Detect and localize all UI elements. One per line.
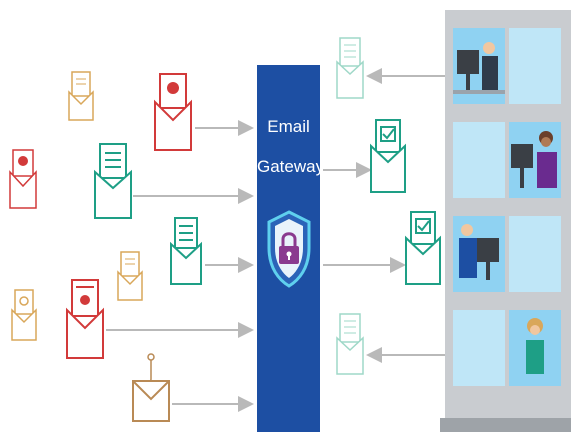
phishing-envelope-icon bbox=[132, 353, 170, 422]
building-base bbox=[440, 418, 571, 432]
returned-envelope-icon bbox=[336, 313, 364, 375]
approved-envelope-icon bbox=[370, 119, 406, 193]
unknown-envelope-icon bbox=[117, 251, 143, 301]
malicious-envelope-icon bbox=[66, 279, 104, 359]
window-worker-desk-4 bbox=[509, 310, 561, 386]
worker-desk-3 bbox=[459, 224, 499, 280]
window bbox=[509, 28, 561, 104]
returned-envelope-icon bbox=[336, 37, 364, 99]
worker-desk-2 bbox=[511, 131, 557, 188]
office-building-icon bbox=[445, 10, 571, 432]
unknown-envelope-icon bbox=[68, 71, 94, 121]
window-worker-desk-3 bbox=[453, 216, 505, 292]
approved-envelope-icon bbox=[405, 211, 441, 285]
email-gateway: Email Gateway bbox=[257, 65, 325, 432]
window-worker-desk-1 bbox=[453, 28, 505, 104]
window-worker-desk-2 bbox=[509, 122, 561, 198]
shield-lock-icon bbox=[267, 210, 311, 288]
worker-desk-4 bbox=[526, 318, 544, 374]
gateway-title-line2: Gateway bbox=[257, 157, 325, 176]
skull-envelope-icon bbox=[9, 149, 37, 209]
safe-envelope-icon bbox=[94, 143, 132, 219]
malicious-envelope-icon bbox=[154, 73, 192, 151]
safe-envelope-icon bbox=[170, 217, 202, 285]
gateway-title-line1: Email bbox=[267, 117, 310, 136]
window bbox=[453, 122, 505, 198]
window bbox=[509, 216, 561, 292]
window bbox=[453, 310, 505, 386]
unknown-envelope-icon bbox=[11, 289, 37, 341]
worker-desk-1 bbox=[453, 42, 505, 94]
